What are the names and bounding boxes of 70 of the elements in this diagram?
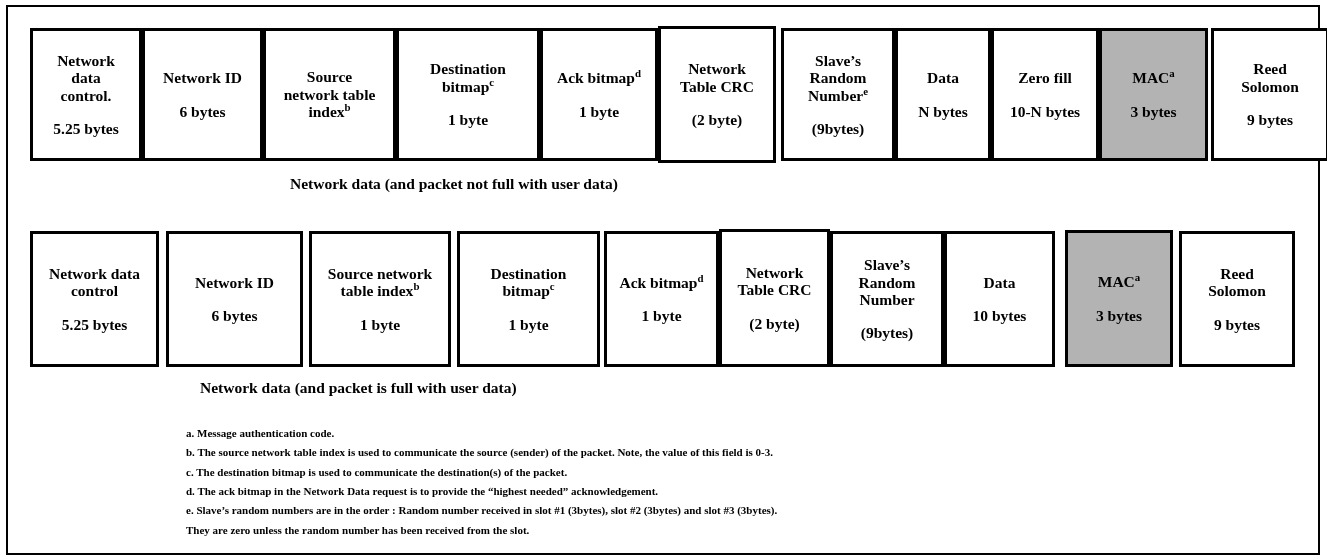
packet-field bbox=[781, 28, 895, 161]
footnote: b. The source network table index is used to communicate the source (sender) of the packet. Note, the value of this field is 0-3. bbox=[186, 446, 773, 459]
field-name: Zero fill bbox=[1018, 69, 1072, 87]
footnote: They are zero unless the random number has been received from the slot. bbox=[186, 523, 530, 536]
packet-field bbox=[895, 28, 991, 161]
field-name: Source network table index$^{b}$ bbox=[326, 264, 434, 300]
field-size: 9 bytes bbox=[1246, 111, 1294, 129]
field-size: 5.25 bytes bbox=[53, 119, 119, 138]
packet-field bbox=[719, 229, 830, 367]
field-size: 1 byte bbox=[641, 307, 682, 325]
packet-field bbox=[991, 28, 1099, 161]
field-name: Reed Solomon bbox=[1207, 264, 1267, 300]
packet-field bbox=[263, 28, 396, 161]
field-name: MAC$^{a}$ bbox=[1132, 69, 1175, 87]
field-name: Reed Solomon bbox=[1240, 60, 1300, 96]
footnote: d. The ack bitmap in the Network Data request is to provide the “highest needed” acknowledgement. bbox=[186, 484, 659, 497]
field-name: Destination bitmap$^{c}$ bbox=[429, 60, 507, 96]
packet-field bbox=[604, 231, 719, 367]
field-size: (2 byte) bbox=[691, 111, 743, 129]
field-name: Network ID bbox=[195, 273, 274, 291]
packet-caption: Network data (and packet not full with user data) bbox=[290, 175, 618, 193]
field-size: 6 bytes bbox=[179, 102, 226, 120]
field-size: 10 bytes bbox=[972, 307, 1027, 325]
packet-field bbox=[1065, 230, 1173, 367]
field-size: 5.25 bytes bbox=[61, 315, 128, 334]
field-size: 1 byte bbox=[578, 102, 619, 120]
field-name: Destination bitmap$^{c}$ bbox=[489, 264, 568, 300]
field-size: 9 bytes bbox=[1213, 315, 1261, 334]
packet-field bbox=[1179, 231, 1295, 367]
field-name: Ack bitmap$^{d}$ bbox=[619, 273, 704, 291]
field-name: Slave’s Random Number$^{e}$ bbox=[807, 51, 869, 104]
packet-field bbox=[944, 231, 1055, 367]
field-name: Ack bitmap$^{d}$ bbox=[557, 69, 641, 87]
field-name: Network Table CRC bbox=[736, 263, 813, 299]
footnote: a. Message authentication code. bbox=[186, 427, 335, 439]
field-name: Network data control. bbox=[56, 51, 116, 104]
packet-field bbox=[830, 231, 944, 367]
packet-caption: Network data (and packet is full with user data) bbox=[200, 379, 517, 397]
field-size: 3 bytes bbox=[1130, 102, 1177, 120]
field-name: Source network table index$^{b}$ bbox=[282, 68, 377, 121]
field-name: Network ID bbox=[163, 69, 242, 87]
field-size: 1 byte bbox=[508, 315, 549, 334]
packet-field bbox=[396, 28, 540, 161]
field-name: Network data control bbox=[48, 264, 141, 300]
field-size: (2 byte) bbox=[749, 314, 800, 333]
footnote: e. Slave’s random numbers are in the order : Random number received in slot #1 (3bytes), slot #2 (3bytes) and slot #3 (3bytes). bbox=[186, 504, 778, 517]
field-name: MAC$^{a}$ bbox=[1097, 273, 1141, 291]
field-name: Network Table CRC bbox=[679, 60, 755, 96]
footnote: c. The destination bitmap is used to communicate the destination(s) of the packet. bbox=[186, 465, 568, 478]
packet-field bbox=[457, 231, 600, 367]
packet-field bbox=[540, 28, 658, 161]
field-size: 6 bytes bbox=[211, 307, 258, 325]
field-size: (9bytes) bbox=[811, 119, 865, 138]
packet-field bbox=[658, 26, 776, 163]
field-size: 1 byte bbox=[447, 111, 488, 129]
field-name: Slave’s Random Number bbox=[857, 256, 917, 309]
field-size: 10-N bytes bbox=[1009, 102, 1081, 120]
field-size: 3 bytes bbox=[1095, 306, 1143, 324]
packet-field bbox=[30, 28, 142, 161]
packet-field bbox=[1099, 28, 1208, 161]
packet-field bbox=[166, 231, 303, 367]
packet-field bbox=[142, 28, 263, 161]
field-name: Data bbox=[983, 273, 1016, 291]
packet-field bbox=[30, 231, 159, 367]
field-name: Data bbox=[927, 69, 959, 87]
packet-field bbox=[1211, 28, 1327, 161]
field-size: 1 byte bbox=[359, 315, 400, 334]
field-size: (9bytes) bbox=[860, 324, 914, 342]
packet-field bbox=[309, 231, 451, 367]
field-size: N bytes bbox=[918, 102, 968, 120]
